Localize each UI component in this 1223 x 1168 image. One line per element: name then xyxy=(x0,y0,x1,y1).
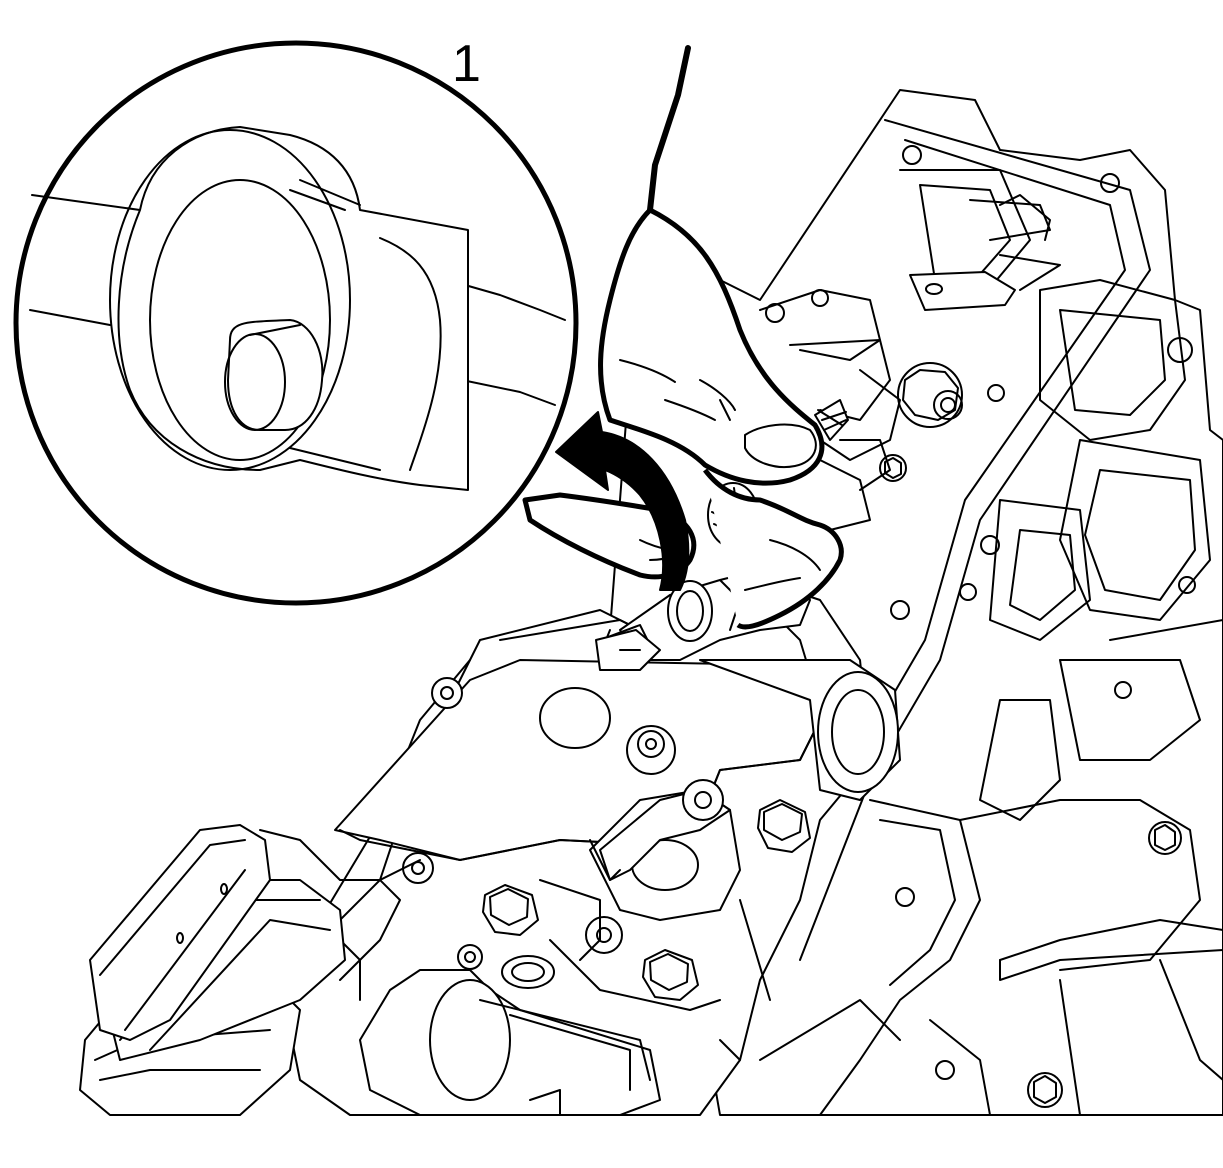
case-bolt xyxy=(1148,821,1182,855)
rotation-arrow-icon xyxy=(555,411,690,591)
detail-magnifier xyxy=(13,40,579,606)
plate-bolt xyxy=(431,677,463,709)
callout-number-label: 1 xyxy=(452,35,481,93)
hand xyxy=(522,207,849,671)
hex-bolt xyxy=(757,799,811,853)
plate-bolt xyxy=(626,725,676,775)
solenoid-bolt xyxy=(682,779,724,821)
spring-coil xyxy=(814,399,849,441)
electrical-connector xyxy=(79,824,421,1116)
small-bolt xyxy=(402,852,434,884)
case-bolt xyxy=(879,454,907,482)
case-bolt xyxy=(1027,1072,1063,1108)
callout-leader-line xyxy=(647,45,691,213)
hex-bolt xyxy=(482,884,539,936)
valve-body xyxy=(279,579,901,1116)
small-bolt xyxy=(457,944,483,970)
hex-bolt xyxy=(642,949,699,1001)
magnified-shaft xyxy=(29,126,566,491)
detent-nut xyxy=(897,362,963,428)
